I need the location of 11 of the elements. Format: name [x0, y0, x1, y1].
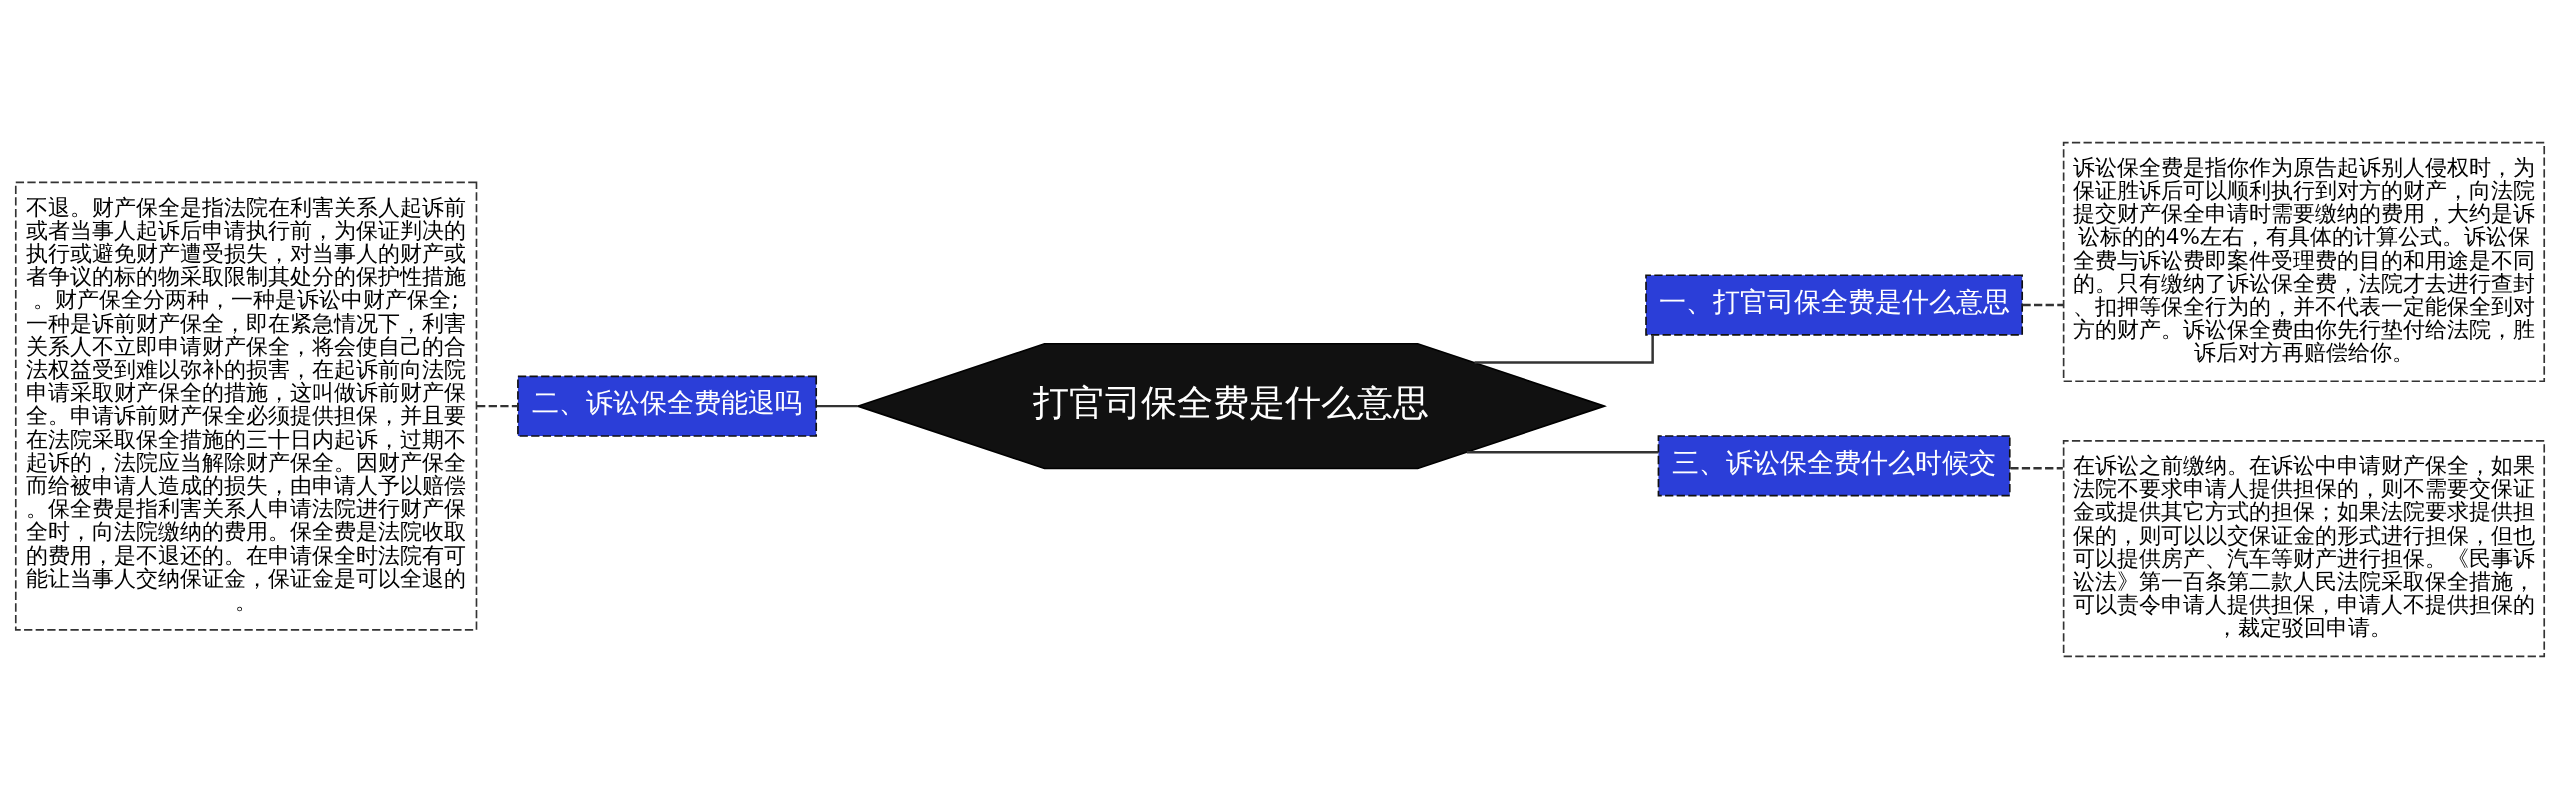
connector	[2022, 303, 2064, 307]
node-box: 诉讼保全费是指你作为原告起诉别人侵权时，为保证胜诉后可以顺利执行到对方的财产，向法院提交财产保全申请时需要缴纳的费用，大约是诉讼标的的4%左右，有具体的计算公式。诉讼保全费与诉讼费即案件受理费的目的和用途是不同的。只有缴纳了诉讼保全费，法院才去进行查封、扣押等保全行为的，并不代表一定能保全到对方的财产。诉讼保全费由你先行垫付给法院，胜诉后对方再赔偿给你。	[2062, 141, 2546, 383]
node-box: 不退。财产保全是指法院在利害关系人起诉前或者当事人起诉后申请执行前，为保证判决的执行或避免财产遭受损失，对当事人的财产或者争议的标的物采取限制其处分的保护性措施。财产保全分两种，一种是诉讼中财产保全;一种是诉前财产保全，即在紧急情况下，利害关系人不立即申请财产保全，将会使自己的合法权益受到难以弥补的损害，在起诉前向法院申请采取财产保全的措施，这叫做诉前财产保全。申请诉前财产保全必须提供担保，并且要在法院采取保全措施的三十日内起诉，过期不起诉的，法院应当解除财产保全。因财产保全而给被申请人造成的损失，由申请人予以赔偿。保全费是指利害关系人申请法院进行财产保全时，向法院缴纳的费用。保全费是法院收取的费用，是不退还的。在申请保全时法院有可能让当事人交纳保证金，保证金是可以全退的。	[14, 181, 478, 631]
connector	[816, 404, 858, 408]
connector	[1466, 450, 1659, 454]
node-box: 一、打官司保全费是什么意思	[1645, 274, 2024, 336]
connector	[476, 404, 518, 408]
node-box: 二、诉讼保全费能退吗	[517, 375, 818, 437]
node-box: 三、诉讼保全费什么时候交	[1657, 435, 2011, 497]
connector	[2010, 467, 2063, 470]
node-box: 在诉讼之前缴纳。在诉讼中申请财产保全，如果法院不要求申请人提供担保的，则不需要交保证金或提供其它方式的担保；如果法院要求提供担保的，则可以以交保证金的形式进行担保，但也可以提供房产、汽车等财产进行担保。《民事诉讼法》第一百条第二款人民法院采取保全措施，可以责令申请人提供担保，申请人不提供担保的，裁定驳回申请。	[2062, 440, 2546, 658]
